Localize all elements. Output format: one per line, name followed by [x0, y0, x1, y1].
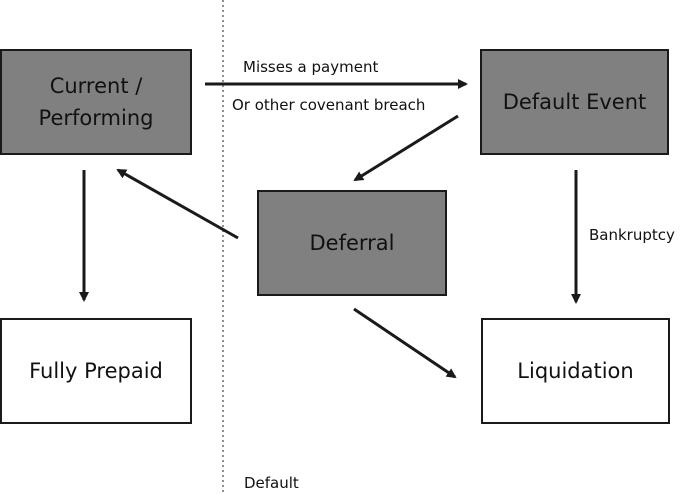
state-default-event-label: Default Event [502, 90, 647, 114]
arrow-deferral-to-current [116, 168, 239, 240]
edge-label-bankruptcy: Bankruptcy [589, 226, 675, 244]
arrow-default-event-to-deferral [353, 114, 459, 182]
state-liquidation-label: Liquidation [517, 359, 634, 383]
edge-label-misses-payment: Misses a payment [243, 58, 379, 76]
state-fully-prepaid-label: Fully Prepaid [29, 359, 163, 383]
state-default-event: Default Event [480, 49, 669, 155]
state-deferral-label: Deferral [309, 231, 395, 255]
state-fully-prepaid: Fully Prepaid [0, 318, 192, 424]
state-current-performing-label: Current / Performing [38, 74, 154, 130]
edge-label-covenant-breach: Or other covenant breach [232, 96, 426, 114]
arrow-deferral-to-liquidation [353, 307, 457, 379]
region-label-default: Default [244, 474, 299, 492]
state-current-performing: Current / Performing [0, 49, 192, 155]
state-liquidation: Liquidation [481, 318, 670, 424]
state-deferral: Deferral [257, 190, 447, 296]
